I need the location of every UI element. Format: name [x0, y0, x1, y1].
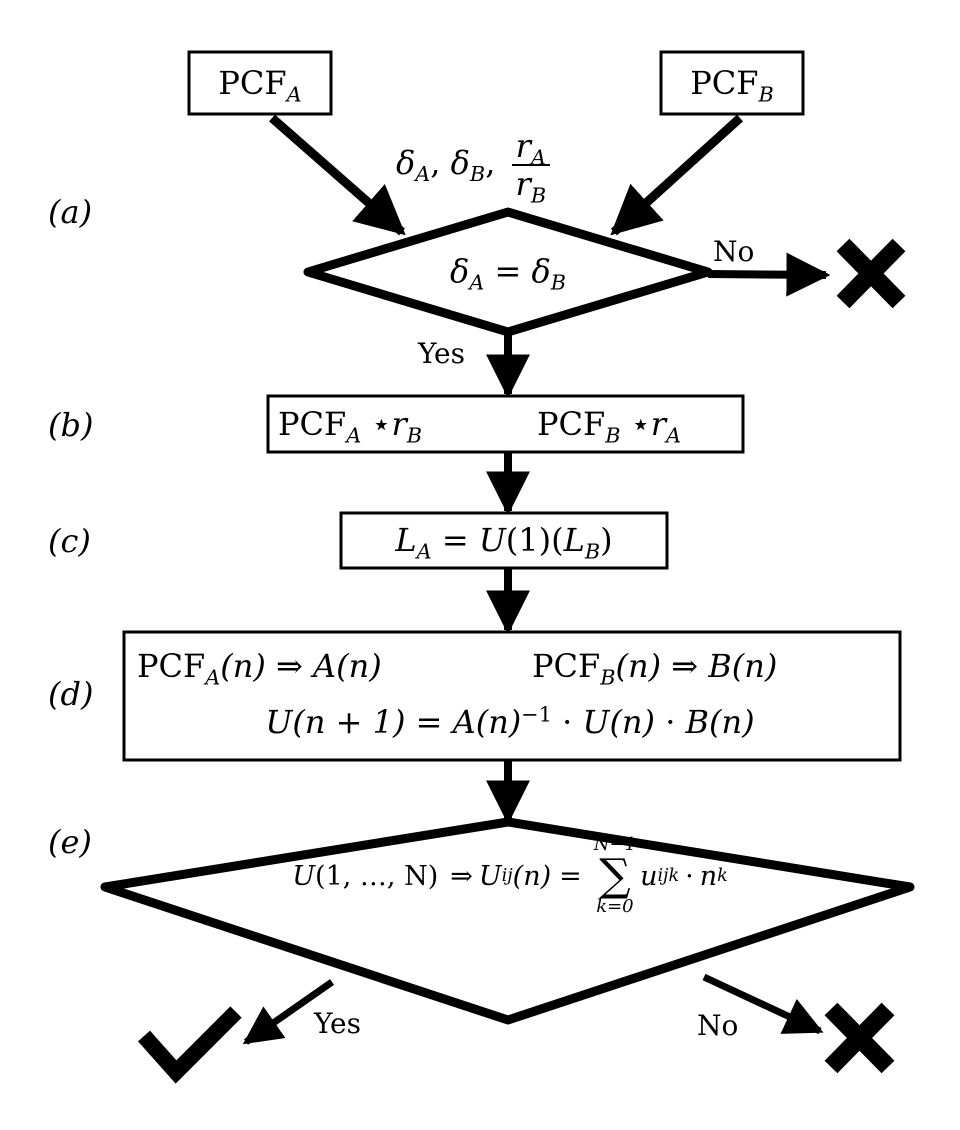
- decision-2-diamond: [100, 817, 915, 1025]
- pcf-b-label: PCFB: [690, 64, 774, 107]
- step-label-c: (c): [48, 522, 91, 560]
- step-b-right-expr: PCFB ⋆rA: [537, 405, 682, 448]
- arrow-pcf-b-to-decision-1: [610, 114, 744, 236]
- step-d-line2: U(n + 1) = A(n)−1 · U(n) · B(n): [265, 702, 755, 741]
- step-d-box: [122, 630, 902, 762]
- pcf-a-box: [187, 50, 333, 116]
- arrow-pcf-a-to-decision-1: [269, 114, 406, 236]
- arrow-decision-2-yes: [242, 979, 335, 1045]
- pcf-a-label: PCFA: [218, 64, 302, 107]
- summation: N−1 ∑ k=0: [593, 834, 637, 917]
- arrow-decision-1-no: [707, 252, 831, 297]
- check-mark-icon: [138, 1006, 242, 1084]
- decision-1-condition: δA = δB: [449, 252, 567, 295]
- step-c-box: [339, 511, 669, 570]
- step-label-e: (e): [48, 823, 92, 861]
- ratio-fraction: rA rB: [511, 130, 551, 206]
- step-b-left-expr: PCFA ⋆rB: [278, 405, 423, 448]
- arrow-decision-2-no: [702, 973, 824, 1035]
- step-d-line1-left: PCFA(n) ⇒ A(n): [137, 647, 382, 690]
- step-label-b: (b): [48, 406, 94, 444]
- decision-2-no-label: No: [697, 1009, 739, 1042]
- pcf-b-box: [659, 50, 805, 116]
- decision-1-no-label: No: [713, 235, 755, 268]
- extracted-params: δA, δB, rA rB: [396, 130, 551, 206]
- cross-mark-icon: [824, 1002, 895, 1074]
- cross-mark-icon: [836, 238, 906, 309]
- step-d-line1-right: PCFB(n) ⇒ B(n): [532, 647, 778, 690]
- step-c-expr: LA = U(1)(LB): [395, 521, 613, 564]
- decision-1-diamond: [303, 207, 713, 337]
- decision-1-yes-label: Yes: [418, 337, 465, 370]
- decision-2-yes-label: Yes: [314, 1007, 361, 1040]
- step-label-d: (d): [48, 675, 94, 713]
- step-label-a: (a): [48, 193, 93, 231]
